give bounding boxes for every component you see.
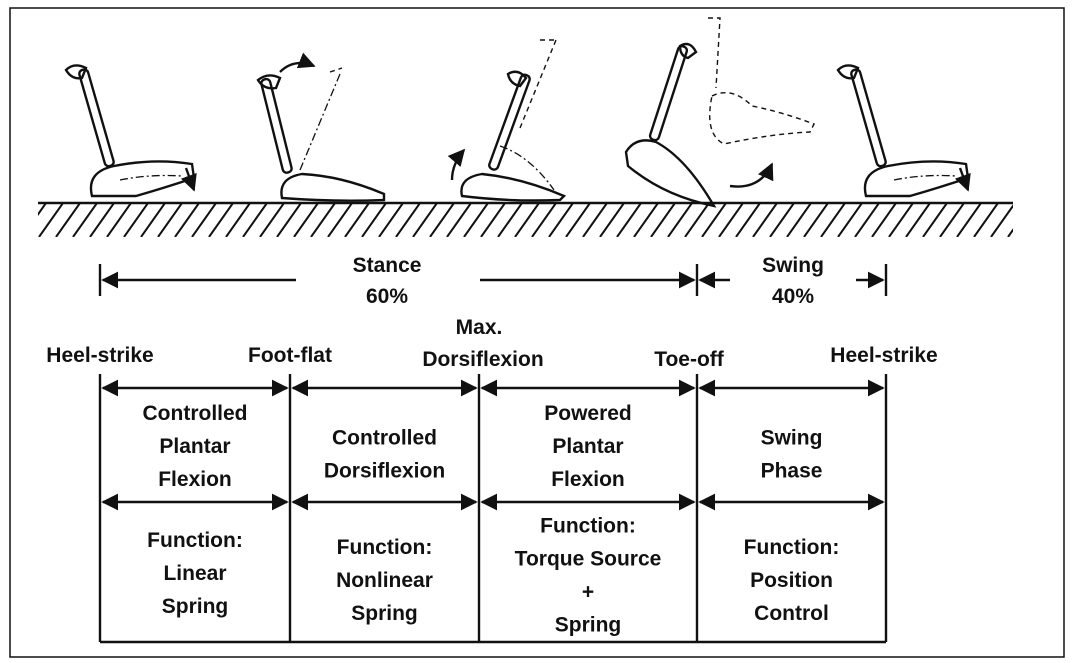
event-foot-flat: Foot-flat <box>248 344 332 367</box>
event-max-dorsiflexion-line2: Dorsiflexion <box>422 348 543 371</box>
foot-foot-flat <box>258 63 384 201</box>
sub-phase-label-4-line-1: Swing <box>761 427 823 450</box>
sub-phase-label-1-line-3: Flexion <box>158 468 232 491</box>
event-heel-strike-end: Heel-strike <box>830 344 937 367</box>
function-label-2-line-3: Spring <box>351 602 418 625</box>
function-label-4-line-2: Position <box>750 569 833 592</box>
sub-phase-label-2-line-2: Dorsiflexion <box>324 460 445 483</box>
event-labels: Heel-strike Foot-flat Max. Dorsiflexion … <box>46 316 937 371</box>
foot-heel-strike-2 <box>838 65 968 196</box>
swing-label: Swing <box>762 254 824 277</box>
ground-hatching <box>22 203 1032 237</box>
ground <box>22 203 1032 237</box>
function-label-1-line-2: Linear <box>163 562 226 585</box>
sub-phase-label-2-line-1: Controlled <box>332 427 437 450</box>
sub-phase-label-1-line-1: Controlled <box>143 402 248 425</box>
foot-max-dorsiflexion <box>452 40 564 201</box>
function-label-2-line-2: Nonlinear <box>336 569 433 592</box>
function-label-3-line-2: Torque Source <box>515 548 662 571</box>
event-max-dorsiflexion-line1: Max. <box>456 316 503 339</box>
function-label-3-line-1: Function: <box>540 515 636 538</box>
phase-table: ControlledPlantarFlexionControlledDorsif… <box>100 374 886 642</box>
event-heel-strike-start: Heel-strike <box>46 344 153 367</box>
sub-phase-label-3-line-3: Flexion <box>551 468 625 491</box>
sub-phase-label-3-line-2: Plantar <box>552 435 623 458</box>
foot-heel-strike-1 <box>66 65 194 196</box>
phase-dimension-row: Stance 60% Swing 40% <box>100 254 886 308</box>
sub-phase-labels: ControlledPlantarFlexionControlledDorsif… <box>143 402 823 491</box>
function-label-4-line-1: Function: <box>744 536 840 559</box>
swing-percent: 40% <box>772 285 814 308</box>
function-label-3-line-4: Spring <box>555 614 622 637</box>
function-label-1-line-1: Function: <box>147 529 243 552</box>
event-toe-off: Toe-off <box>654 348 725 371</box>
sub-phase-label-1-line-2: Plantar <box>159 435 230 458</box>
function-label-2-line-1: Function: <box>337 536 433 559</box>
stance-percent: 60% <box>366 285 408 308</box>
stance-label: Stance <box>353 254 422 277</box>
function-label-3-line-3: + <box>582 581 594 604</box>
foot-toe-off <box>626 18 814 206</box>
function-label-4-line-3: Control <box>754 602 829 625</box>
sub-phase-label-3-line-1: Powered <box>544 402 632 425</box>
function-label-1-line-3: Spring <box>162 595 229 618</box>
sub-phase-label-4-line-2: Phase <box>761 460 823 483</box>
